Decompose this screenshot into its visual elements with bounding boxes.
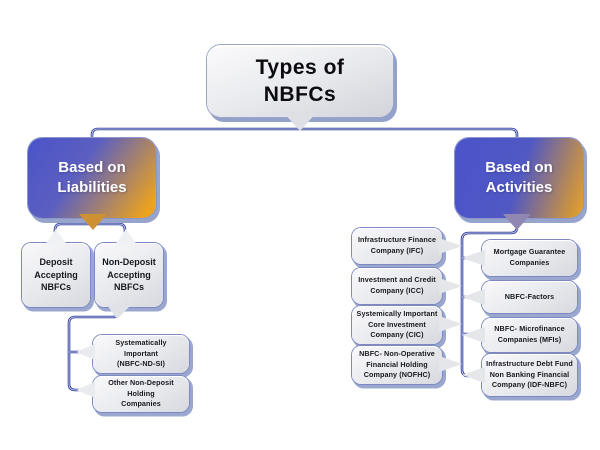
node-nbfc-factors: NBFC-Factors [482, 281, 577, 313]
node-nbfc-microfinance-companies-mfis: NBFC- Microfinance Companies (MFIs) [482, 318, 577, 352]
node-mortgage-guarantee-companies: Mortgage Guarantee Companies [482, 240, 577, 276]
node-based-on-activities: Based on Activities [455, 138, 583, 218]
node-infrastructure-debt-fund-idf-nbfc: Infrastructure Debt Fund Non Banking Fin… [482, 354, 577, 396]
node-non-deposit-accepting-nbfcs: Non-Deposit Accepting NBFCs [95, 243, 163, 307]
node-investment-and-credit-company-icc: Investment and Credit Company (ICC) [352, 268, 442, 304]
node-infrastructure-finance-company-ifc: Infrastructure Finance Company (IFC) [352, 228, 442, 264]
node-types-of-nbfcs: Types of NBFCs [207, 45, 393, 117]
node-core-investment-company-cic: Systemically Important Core Investment C… [352, 306, 442, 344]
node-other-non-deposit-holding-companies: Other Non-Deposit Holding Companies [93, 376, 189, 412]
node-deposit-accepting-nbfcs: Deposit Accepting NBFCs [22, 243, 90, 307]
node-systematically-important-nbfc-nd-si: Systematically Important (NBFC-ND-SI) [93, 335, 189, 373]
node-based-on-liabilities: Based on Liabilities [28, 138, 156, 218]
node-non-operative-financial-holding-company-nofhc: NBFC- Non-Operative Financial Holding Co… [352, 346, 442, 384]
